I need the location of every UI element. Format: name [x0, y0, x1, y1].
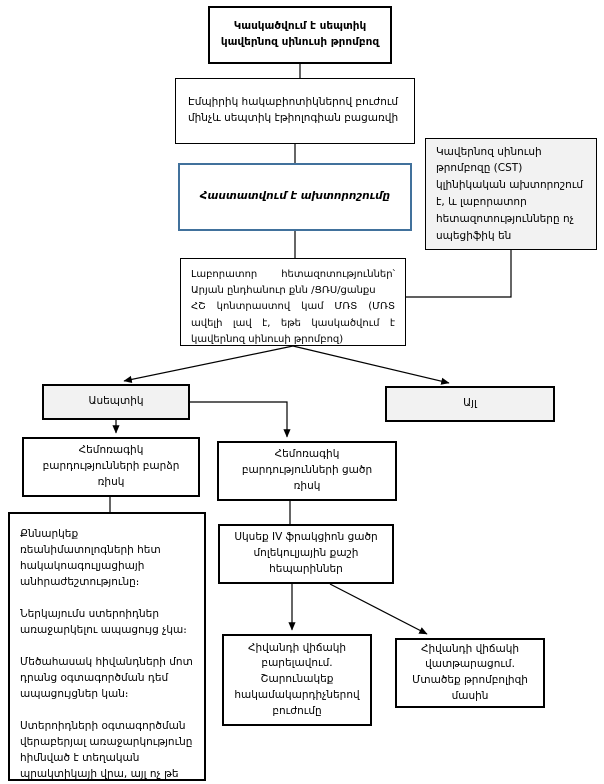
consideration-adult-evidence-against: Մեծահասակ հիվանդների մոտ դրանց օգտագործմ…: [20, 656, 193, 700]
node-treatment-considerations: Քննարկեք ռեանիմատոլոգների հետ հակակոագու…: [8, 512, 206, 781]
node-aseptic: Ասեպտիկ: [42, 384, 190, 420]
node-lab-investigations: Լաբորատոր հետազոտություններ՝ Արյան ընդհա…: [180, 258, 406, 346]
node-hemorrhagic-high-risk: Հեմոռագիկ բարդությունների բարձր ռիսկ: [22, 437, 200, 497]
edge-aseptic-lowrisk: [190, 401, 291, 438]
consideration-steroids-no-evidence: Ներկայումս ստերոիդներ առաջարկելու ապացու…: [20, 608, 187, 636]
consideration-local-practice: Ստերոիդների օգտագործման վերաբերյալ առաջա…: [20, 720, 193, 780]
node-patient-deterioration: Հիվանդի վիճակի վատթարացում. Մտածեք թրոմբ…: [395, 638, 545, 708]
edge-lab-other: [292, 345, 450, 385]
node-hemorrhagic-high-risk-label: Հեմոռագիկ բարդությունների բարձր ռիսկ: [42, 444, 180, 488]
lab-cbc-line: Արյան ընդհանուր քնն /ՑՌՍ/ցանքս: [191, 285, 376, 297]
node-patient-improvement-label: Հիվանդի վիճակի բարելավում. Շարունակեք հա…: [234, 641, 360, 717]
node-diagnosis-confirmed: Հաստատվում է ախտորոշումը: [178, 163, 412, 231]
edge-lab-aseptic: [123, 345, 294, 383]
node-diagnosis-confirmed-label: Հաստատվում է ախտորոշումը: [199, 190, 391, 203]
node-aseptic-label: Ասեպտիկ: [88, 395, 144, 408]
node-hemorrhagic-low-risk: Հեմոռագիկ բարդությունների ցածր ռիսկ: [217, 441, 397, 501]
edge-cstnote-lab: [406, 250, 512, 298]
node-empiric-antibiotics: Էմպիրիկ հակաբիոտիկներով բուժում մինչև սե…: [175, 78, 415, 144]
consideration-anticoagulation: Քննարկեք ռեանիմատոլոգների հետ հակակոագու…: [20, 528, 161, 588]
node-patient-improvement: Հիվանդի վիճակի բարելավում. Շարունակեք հա…: [222, 634, 372, 726]
node-hemorrhagic-low-risk-label: Հեմոռագիկ բարդությունների ցածր ռիսկ: [241, 448, 373, 492]
node-patient-deterioration-label: Հիվանդի վիճակի վատթարացում. Մտածեք թրոմբ…: [412, 642, 528, 702]
node-suspected-cst: Կասկածվում է սեպտիկ կավերնոզ սինուսի թրո…: [208, 6, 392, 64]
node-start-heparin: Սկսեք IV ֆրակցիոն ցածր մոլեկուլյային քաշ…: [218, 524, 394, 584]
node-suspected-cst-label: Կասկածվում է սեպտիկ կավերնոզ սինուսի թրո…: [220, 20, 380, 48]
node-cst-clinical-note: Կավերնոզ սինուսի թրոմբոզը (CST) կլինիկակ…: [425, 138, 597, 250]
node-other-label: Այլ: [463, 397, 477, 410]
node-empiric-antibiotics-label: Էմպիրիկ հակաբիոտիկներով բուժում մինչև սե…: [188, 96, 399, 124]
node-start-heparin-label: Սկսեք IV ֆրակցիոն ցածր մոլեկուլյային քաշ…: [234, 531, 378, 575]
node-other: Այլ: [385, 386, 555, 422]
lab-imaging-line: ՀՇ կոնտրաստով կամ ՄՌՏ (ՄՌՏ ավելի լավ է, …: [191, 301, 395, 345]
edge-heparin-deterioration: [329, 583, 428, 635]
node-cst-clinical-note-label: Կավերնոզ սինուսի թրոմբոզը (CST) կլինիկակ…: [436, 145, 584, 242]
lab-title-line: Լաբորատոր հետազոտություններ՝: [191, 269, 395, 280]
